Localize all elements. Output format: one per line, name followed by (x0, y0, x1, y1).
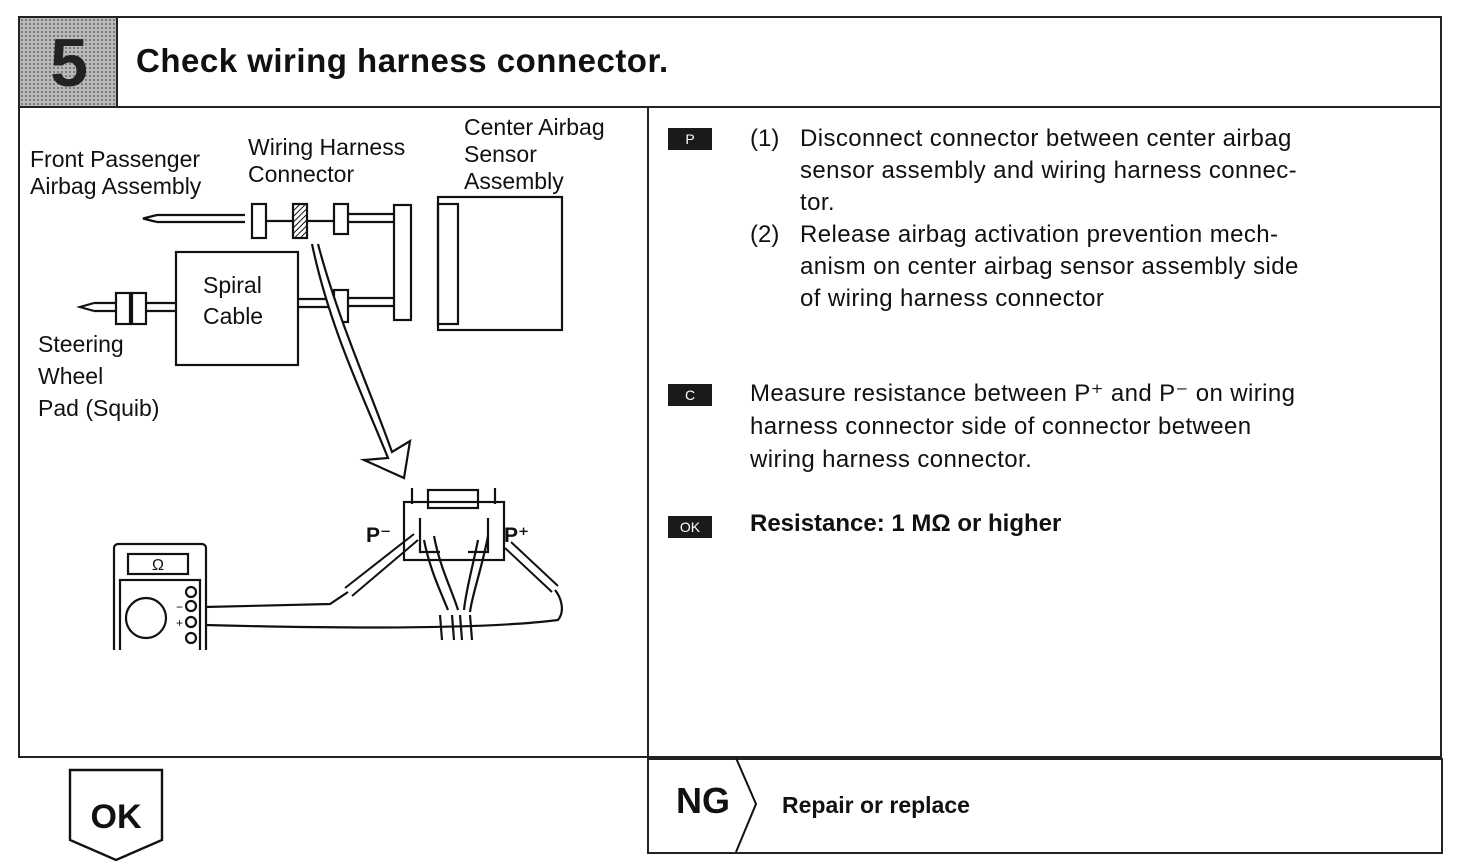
zoom-arrow (310, 243, 412, 480)
prepare-step-2-line-2: anism on center airbag sensor assembly s… (800, 253, 1299, 280)
column-divider (647, 106, 649, 854)
header-row (18, 16, 1442, 108)
multimeter-display (126, 552, 190, 576)
front-passenger-lead (142, 213, 245, 224)
step-number: 5 (50, 25, 88, 101)
check-tag: C (668, 384, 712, 406)
label-wiring-harness-2: Connector (248, 161, 355, 187)
check-line-2: harness connector side of connector betw… (750, 413, 1252, 440)
prepare-step-1-line-1: Disconnect connector between center airb… (800, 125, 1292, 152)
probe-minus (344, 533, 419, 597)
ok-label: OK (90, 798, 142, 836)
label-wheel: Wheel (38, 363, 104, 389)
steering-connector-1 (114, 291, 132, 326)
ng-arrow-shape (735, 758, 758, 853)
connector-middle (291, 202, 309, 240)
probe-plus (504, 541, 559, 593)
label-pad-squib: Pad (Squib) (38, 395, 160, 421)
prepare-step-1-line-2: sensor assembly and wiring harness conne… (800, 157, 1298, 184)
multimeter-body (112, 542, 208, 650)
page-title: Check wiring harness connector. (136, 42, 669, 79)
label-spiral: Spiral (203, 272, 262, 298)
connector-right (332, 202, 350, 236)
label-center-airbag-3: Assembly (464, 168, 564, 194)
meter-omega: Ω (152, 557, 164, 574)
label-center-airbag-2: Sensor (464, 141, 537, 167)
check-line-1: Measure resistance between P⁺ and P⁻ on … (750, 380, 1296, 407)
ng-label: NG (676, 780, 730, 821)
center-sensor-box (436, 195, 564, 332)
prepare-step-2-number: (2) (750, 221, 780, 248)
connector-left (250, 202, 268, 240)
prepare-step-1-line-3: tor. (800, 189, 835, 216)
meter-plus: + (176, 616, 183, 630)
prepare-tag: P (668, 128, 712, 150)
label-center-airbag-1: Center Airbag (464, 114, 605, 140)
label-p-plus: P⁺ (504, 524, 530, 547)
sensor-bus-bar (392, 203, 413, 322)
center-sensor-plug (436, 202, 460, 326)
ng-box (648, 758, 1443, 854)
steering-connector-2 (130, 291, 148, 326)
step-number-box: 5 (20, 18, 118, 106)
connector-housing (402, 500, 506, 562)
ok-tag: OK (668, 516, 712, 538)
spiral-cable-box (174, 250, 300, 367)
label-front-passenger-1: Front Passenger (30, 146, 201, 172)
ng-action: Repair or replace (782, 792, 970, 818)
ok-arrow-shape (68, 768, 164, 862)
wiring-diagram: Ω − + (75, 195, 564, 650)
prepare-step-1-number: (1) (750, 125, 780, 152)
label-p-minus: P⁻ (366, 524, 392, 547)
meter-minus: − (176, 600, 183, 614)
label-wiring-harness-1: Wiring Harness (248, 134, 406, 160)
label-front-passenger-2: Airbag Assembly (30, 173, 202, 199)
prepare-step-2-line-1: Release airbag activation prevention mec… (800, 221, 1279, 248)
multimeter-face (118, 578, 202, 650)
lead-minus (204, 591, 349, 609)
label-steering: Steering (38, 331, 124, 357)
check-line-3: wiring harness connector. (750, 446, 1033, 473)
multimeter-dial (124, 596, 168, 640)
lead-plus (204, 589, 563, 629)
resistance-spec: Resistance: 1 MΩ or higher (750, 510, 1062, 537)
label-cable: Cable (203, 303, 264, 329)
prepare-step-2-line-3: of wiring harness connector (800, 285, 1105, 312)
procedure-frame (18, 16, 1442, 758)
